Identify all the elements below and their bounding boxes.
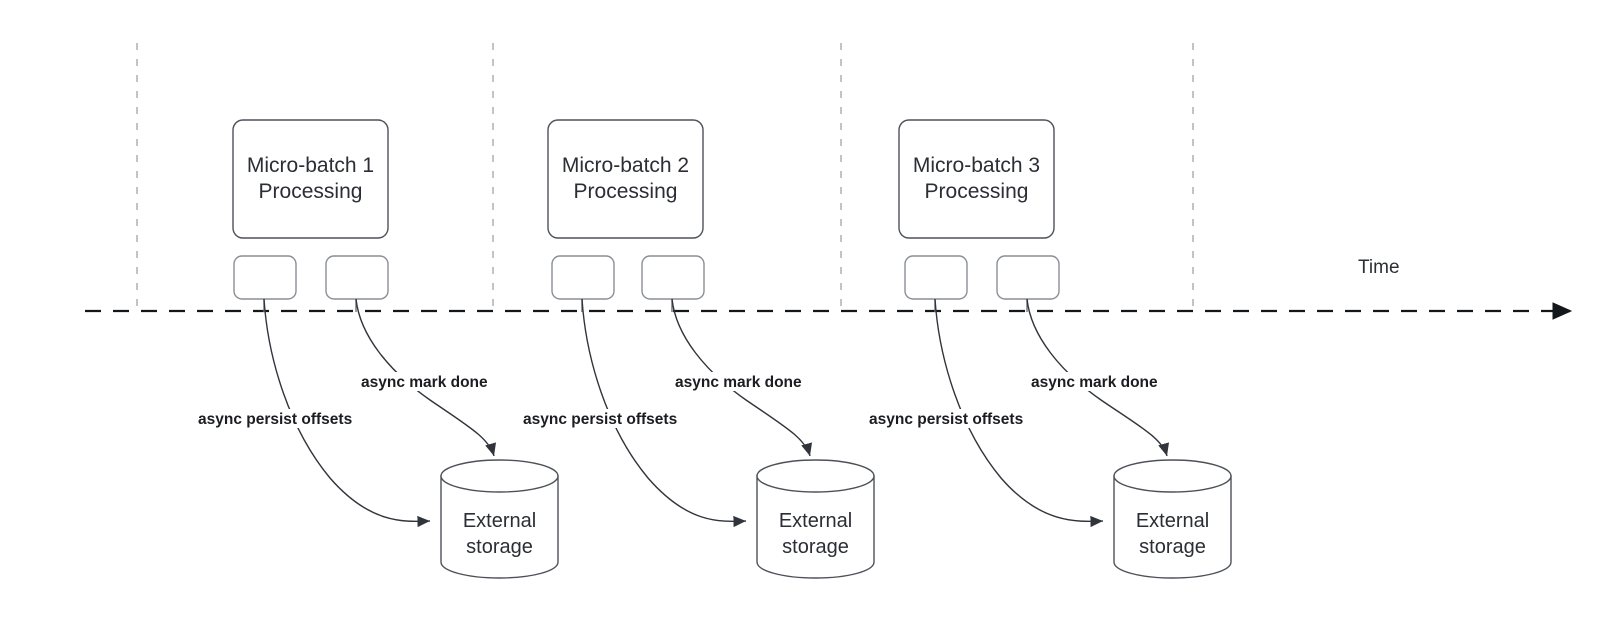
group-3: Micro-batch 3 Processing async mark done… [867,119,1232,579]
edge-1-mark-done-label: async mark done [361,374,488,391]
external-storage-3-label-line1: External [1136,510,1209,532]
micro-batch-2-box[interactable] [547,119,704,239]
micro-batch-1-box[interactable] [232,119,389,239]
external-storage-2-label-line1: External [779,510,852,532]
external-storage-2-label-line2: storage [782,536,849,558]
external-storage-3-label-line2: storage [1139,536,1206,558]
edge-2-mark-done [671,298,813,457]
edge-2-mark-done-label-bg [673,372,817,391]
edge-2-persist-offsets-label: async persist offsets [523,411,677,428]
edge-2-mark-done-label: async mark done [675,374,802,391]
timeline-guides [136,43,1194,311]
time-axis-label: Time [1358,257,1400,278]
external-storage-3-body[interactable] [1113,475,1232,579]
edge-3-mark-done-label-bg [1029,372,1173,391]
group-1: Micro-batch 1 Processing async mark done… [196,119,559,579]
edge-3-mark-done [1026,298,1170,457]
edge-3-persist-offsets-label: async persist offsets [869,411,1023,428]
edge-2-persist-offsets-label-bg [521,409,701,428]
mini-box-3-1[interactable] [904,255,968,300]
edge-2-persist-offsets [581,298,747,528]
mini-box-2-1[interactable] [551,255,615,300]
external-storage-1-label-line1: External [463,510,536,532]
micro-batch-1-label-line1: Micro-batch 1 [247,154,374,177]
edge-3-persist-offsets-label-bg [867,409,1047,428]
micro-batch-3-box[interactable] [898,119,1055,239]
group-2: Micro-batch 2 Processing async mark done… [521,119,875,579]
edge-3-mark-done-label: async mark done [1031,374,1158,391]
edge-3-persist-offsets [934,298,1104,528]
external-storage-1-top [440,459,559,493]
mini-box-3-2[interactable] [996,255,1060,300]
mini-box-1-1[interactable] [233,255,297,300]
mini-box-1-2[interactable] [325,255,389,300]
micro-batch-1-label-line2: Processing [259,180,363,203]
external-storage-2-top [756,459,875,493]
edge-1-persist-offsets-label-bg [196,409,376,428]
external-storage-1-label-line2: storage [466,536,533,558]
external-storage-3-top [1113,459,1232,493]
edge-1-mark-done [355,298,497,457]
external-storage-1-body[interactable] [440,475,559,579]
edge-1-persist-offsets-label: async persist offsets [198,411,352,428]
micro-batch-3-label-line2: Processing [925,180,1029,203]
external-storage-2-body[interactable] [756,475,875,579]
micro-batch-2-label-line2: Processing [574,180,678,203]
edge-1-persist-offsets [263,298,431,528]
mini-box-2-2[interactable] [641,255,705,300]
micro-batch-3-label-line1: Micro-batch 3 [913,154,1040,177]
micro-batch-2-label-line1: Micro-batch 2 [562,154,689,177]
edge-1-mark-done-label-bg [359,372,503,391]
